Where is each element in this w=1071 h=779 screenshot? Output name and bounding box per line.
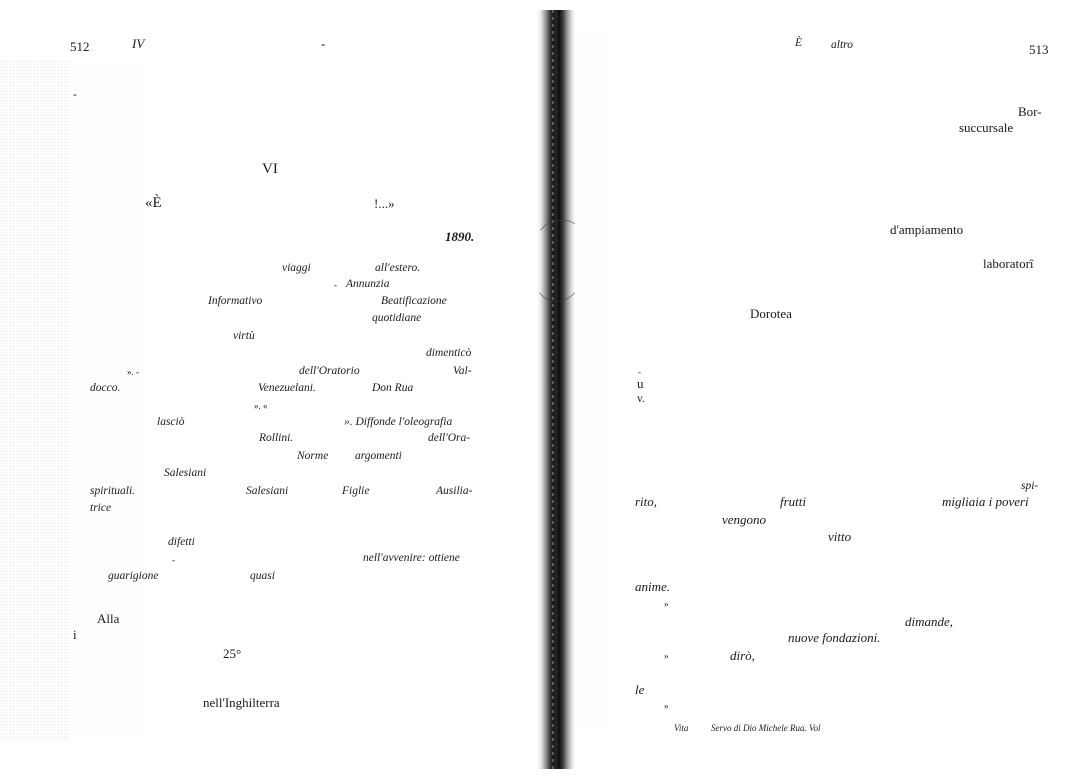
body-word: vitto <box>828 529 852 544</box>
summary-word: guarigione <box>108 570 159 582</box>
body-word: spi- <box>1021 480 1039 492</box>
body-word: v. <box>637 393 645 405</box>
summary-word: lasciò <box>157 416 185 428</box>
body-mark: » <box>664 701 669 711</box>
summary-word: docco. <box>90 382 121 394</box>
paper-grain <box>0 60 140 740</box>
body-word: frutti <box>780 494 807 509</box>
summary-word: Figlie <box>342 485 370 497</box>
body-mark: » <box>664 651 669 661</box>
left-page: 512 IV - - VI «È !...» 1890. viaggi all'… <box>0 36 475 740</box>
running-header-dash: - <box>321 36 326 51</box>
summary-word: quasi <box>250 570 275 582</box>
summary-word: quotidiane <box>372 312 422 324</box>
summary-word: Informativo <box>208 295 263 307</box>
paper-grain <box>0 60 70 740</box>
body-word: anime. <box>635 579 671 594</box>
summary-word: virtù <box>233 330 255 342</box>
page-number: 513 <box>1029 42 1049 57</box>
book-gutter <box>537 10 575 769</box>
body-word: dirò, <box>730 648 755 663</box>
body-word: succursale <box>959 120 1014 135</box>
summary-word: ». Diffonde l'oleografia <box>344 416 453 428</box>
summary-word: Annunzia <box>346 278 390 290</box>
summary-word: Val- <box>453 365 472 377</box>
summary-word: Rollini. <box>259 432 294 444</box>
body-word: u <box>637 376 644 391</box>
body-word: Bor- <box>1018 104 1042 119</box>
running-header-word: altro <box>831 39 853 51</box>
summary-word: - <box>172 555 175 565</box>
body-word: d'ampiamento <box>890 222 964 237</box>
summary-word: Norme <box>297 450 329 462</box>
gutter-binding <box>552 10 554 769</box>
body-word: nuove fondazioni. <box>788 630 881 645</box>
summary-word: Venezuelani. <box>258 382 316 394</box>
body-mark: - <box>638 367 641 377</box>
summary-word: dell'Oratorio <box>299 365 360 377</box>
chapter-title-open: «È <box>145 195 162 211</box>
body-word: nell'Inghilterra <box>203 695 280 710</box>
summary-word: trice <box>90 502 112 514</box>
summary-word: Salesiani <box>246 485 289 497</box>
binding-thread <box>530 220 588 302</box>
body-word: rito, <box>635 494 658 509</box>
page-number: 512 <box>70 39 90 54</box>
summary-word: all'estero. <box>375 262 421 274</box>
body-word: i <box>73 627 77 642</box>
body-word: dimande, <box>905 614 954 629</box>
body-word: Dorotea <box>750 306 792 321</box>
body-word: laboratorî <box>983 256 1034 271</box>
right-page: È altro 513 Bor- succursale d'ampiamento… <box>575 0 1071 779</box>
chapter-title-close: !...» <box>374 196 395 211</box>
summary-word: ». - <box>127 367 139 377</box>
body-word: le <box>635 682 645 697</box>
footnote-vita: Vita <box>674 723 689 733</box>
chapter-number: VI <box>262 161 278 177</box>
body-word: 25° <box>223 646 242 661</box>
footnote-title: Servo di Dio Michele Rua. Vol <box>711 723 821 733</box>
summary-word: nell'avvenire: ottiene <box>363 552 460 564</box>
summary-word: Salesiani <box>164 467 207 479</box>
summary-word: - <box>334 280 337 290</box>
summary-word: difetti <box>168 536 195 548</box>
summary-word: Beatificazione <box>381 295 447 307</box>
stray-mark: - <box>73 89 77 101</box>
summary-word: dimenticò <box>426 347 472 359</box>
summary-word: ». « <box>254 401 268 411</box>
summary-word: spirituali. <box>90 485 136 497</box>
paper-grain <box>575 30 605 730</box>
body-word: Alla <box>97 611 120 626</box>
summary-word: dell'Ora- <box>428 432 471 444</box>
running-header-initial: È <box>795 37 803 49</box>
running-header-chapter: IV <box>132 36 145 51</box>
summary-word: Ausilia- <box>436 485 473 497</box>
chapter-year: 1890. <box>445 229 475 244</box>
body-word: migliaia i poveri <box>942 494 1029 509</box>
summary-word: viaggi <box>282 262 311 274</box>
summary-word: argomenti <box>355 450 402 462</box>
summary-word: Don Rua <box>372 382 414 394</box>
body-mark: » <box>664 599 669 609</box>
body-word: vengono <box>722 512 767 527</box>
